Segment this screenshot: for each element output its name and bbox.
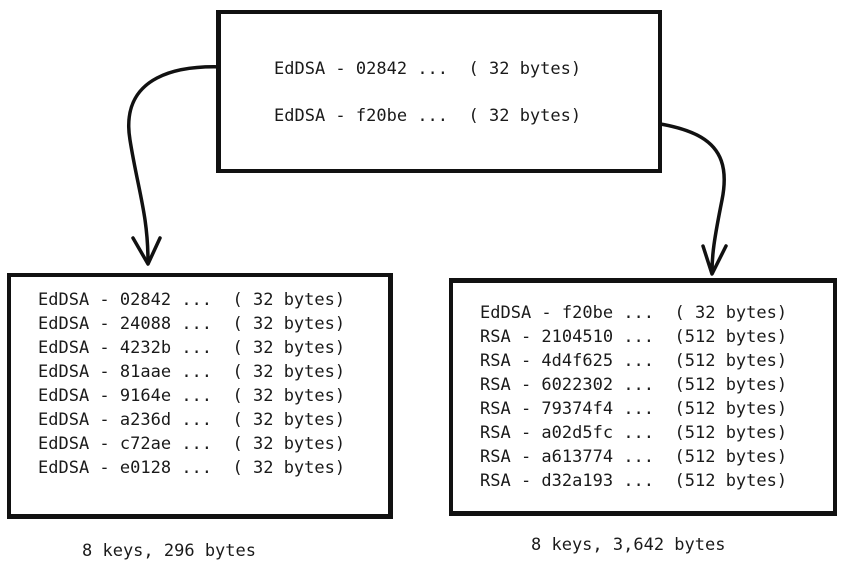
root-row: EdDSA - f20be ... ( 32 bytes) [274, 106, 582, 126]
key-size: (512 bytes) [674, 351, 788, 371]
key-size: ( 32 bytes) [232, 338, 346, 358]
key-ellipsis: ... [623, 303, 655, 323]
left-key-row: EdDSA - e0128 ... ( 32 bytes) [38, 456, 345, 480]
key-size: ( 32 bytes) [232, 410, 346, 430]
key-label: EdDSA - 24088 [38, 314, 172, 334]
key-label: EdDSA - a236d [38, 410, 172, 430]
key-label: RSA - a613774 [480, 447, 614, 467]
key-label: RSA - a02d5fc [480, 423, 614, 443]
key-size: ( 32 bytes) [232, 434, 346, 454]
key-size: ( 32 bytes) [232, 362, 346, 382]
left-key-row: EdDSA - 4232b ... ( 32 bytes) [38, 336, 345, 360]
key-label: EdDSA - 4232b [38, 338, 172, 358]
right-key-row: RSA - 79374f4 ... (512 bytes) [480, 397, 787, 421]
root-node-box [216, 10, 662, 173]
left-key-row: EdDSA - 81aae ... ( 32 bytes) [38, 360, 345, 384]
left-key-row: EdDSA - 24088 ... ( 32 bytes) [38, 312, 345, 336]
key-size: ( 32 bytes) [232, 386, 346, 406]
key-ellipsis: ... [623, 423, 655, 443]
key-label: EdDSA - 81aae [38, 362, 172, 382]
right-key-row: RSA - 2104510 ... (512 bytes) [480, 325, 787, 349]
left-key-row: EdDSA - a236d ... ( 32 bytes) [38, 408, 345, 432]
root-row: EdDSA - 02842 ... ( 32 bytes) [274, 59, 582, 79]
key-size: (512 bytes) [674, 423, 788, 443]
key-ellipsis: ... [623, 351, 655, 371]
right-key-row: EdDSA - f20be ... ( 32 bytes) [480, 301, 787, 325]
key-size: (512 bytes) [674, 327, 788, 347]
key-ellipsis: ... [181, 458, 213, 478]
key-ellipsis: ... [181, 410, 213, 430]
left-leaf-box [7, 273, 393, 519]
key-label: EdDSA - 9164e [38, 386, 172, 406]
key-ellipsis: ... [181, 290, 213, 310]
left-key-row: EdDSA - 02842 ... ( 32 bytes) [38, 288, 345, 312]
arrow-root-to-left [127, 65, 258, 264]
key-ellipsis: ... [181, 338, 213, 358]
key-label: EdDSA - c72ae [38, 434, 172, 454]
key-label: RSA - 6022302 [480, 375, 614, 395]
key-ellipsis: ... [623, 375, 655, 395]
key-label: EdDSA - e0128 [38, 458, 172, 478]
key-ellipsis: ... [181, 434, 213, 454]
right-key-row: RSA - a613774 ... (512 bytes) [480, 445, 787, 469]
key-ellipsis: ... [623, 399, 655, 419]
key-ellipsis: ... [623, 447, 655, 467]
arrowhead-left [131, 236, 162, 266]
right-key-row: RSA - a02d5fc ... (512 bytes) [480, 421, 787, 445]
key-size: (512 bytes) [674, 471, 788, 491]
left-key-row: EdDSA - 9164e ... ( 32 bytes) [38, 384, 345, 408]
arrow-root-to-right [610, 116, 726, 274]
key-size: ( 32 bytes) [232, 290, 346, 310]
right-caption: 8 keys, 3,642 bytes [531, 535, 726, 555]
left-caption: 8 keys, 296 bytes [82, 541, 256, 561]
key-label: RSA - 79374f4 [480, 399, 614, 419]
right-key-row: RSA - 4d4f625 ... (512 bytes) [480, 349, 787, 373]
key-ellipsis: ... [181, 386, 213, 406]
key-label: RSA - 2104510 [480, 327, 614, 347]
key-label: RSA - d32a193 [480, 471, 614, 491]
key-label: EdDSA - f20be [480, 303, 614, 323]
key-ellipsis: ... [181, 314, 213, 334]
right-leaf-box [449, 278, 837, 516]
key-ellipsis: ... [623, 327, 655, 347]
key-ellipsis: ... [181, 362, 213, 382]
key-size: ( 32 bytes) [674, 303, 788, 323]
key-size: ( 32 bytes) [232, 314, 346, 334]
arrowhead-right [701, 244, 728, 276]
right-key-row: RSA - d32a193 ... (512 bytes) [480, 469, 787, 493]
key-size: (512 bytes) [674, 399, 788, 419]
key-label: RSA - 4d4f625 [480, 351, 614, 371]
key-ellipsis: ... [623, 471, 655, 491]
key-size: ( 32 bytes) [232, 458, 346, 478]
right-key-row: RSA - 6022302 ... (512 bytes) [480, 373, 787, 397]
key-label: EdDSA - 02842 [38, 290, 172, 310]
left-key-row: EdDSA - c72ae ... ( 32 bytes) [38, 432, 345, 456]
key-size: (512 bytes) [674, 447, 788, 467]
key-size: (512 bytes) [674, 375, 788, 395]
